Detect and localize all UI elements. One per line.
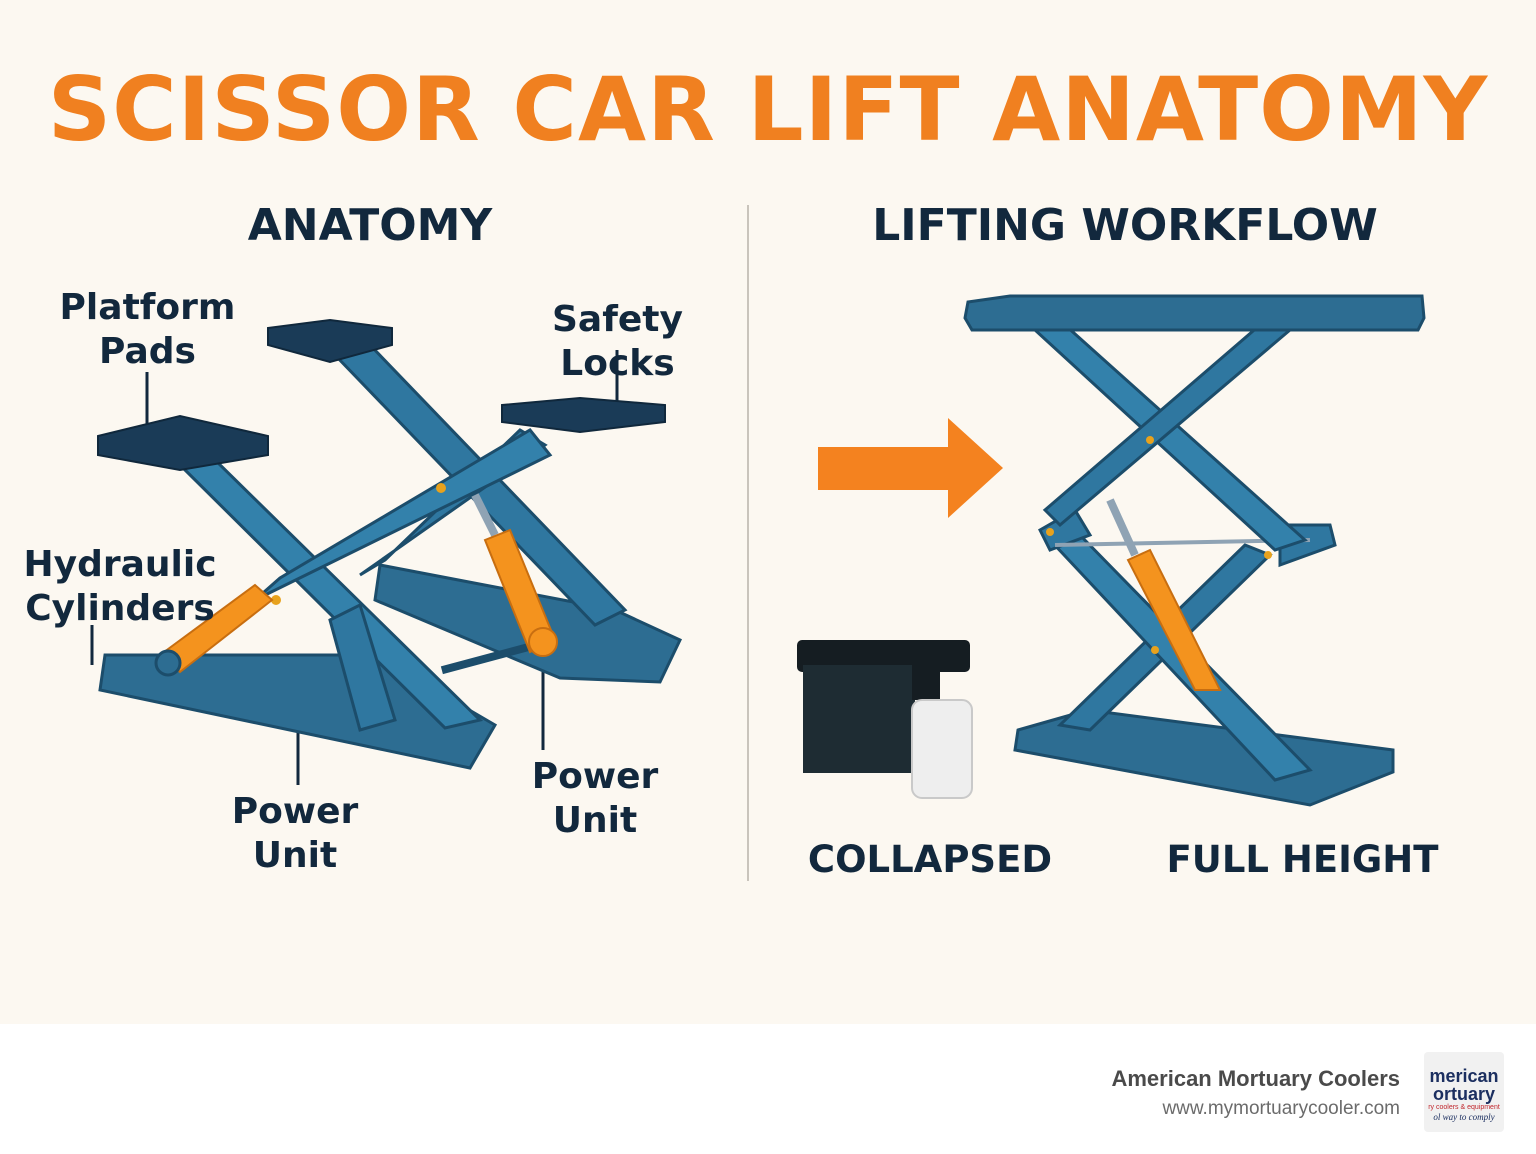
power-unit-lid (797, 640, 970, 672)
arm-front-2 (254, 428, 553, 602)
pivot-bolt (1046, 528, 1054, 536)
power-unit-body (803, 665, 915, 773)
label-platform-pads-line2: Pads (99, 331, 196, 372)
label-power-unit-right-line1: Power (531, 756, 659, 797)
label-hydraulic-cylinders: Hydraulic Cylinders (15, 543, 225, 631)
infographic-panel: SCISSOR CAR LIFT ANATOMY ANATOMY LIFTING… (0, 0, 1536, 1024)
pivot-bolt (1264, 551, 1272, 559)
platform-pad-back (267, 318, 393, 364)
fluid-reservoir (911, 699, 973, 799)
workflow-heading: LIFTING WORKFLOW (872, 200, 1378, 251)
cylinder-mount-right (528, 627, 558, 657)
pivot-bolt (1151, 646, 1159, 654)
company-logo: merican ortuary ry coolers & equipment o… (1424, 1052, 1504, 1132)
platform-pad-front (97, 414, 269, 472)
cross-bar (440, 637, 550, 675)
logo-line2: ortuary (1432, 1084, 1495, 1104)
company-name: American Mortuary Coolers (1111, 1066, 1400, 1091)
workflow-hydraulic-cylinder (1126, 548, 1222, 691)
label-platform-pads: Platform Pads (45, 286, 250, 374)
label-platform-pads-line1: Platform (59, 287, 236, 328)
anatomy-heading: ANATOMY (247, 200, 493, 251)
logo-line4: ol way to comply (1433, 1112, 1495, 1122)
label-power-unit-left-line1: Power (231, 791, 359, 832)
label-hydraulic-cylinders-line1: Hydraulic (23, 544, 217, 585)
company-url[interactable]: www.mymortuarycooler.com (1162, 1098, 1400, 1119)
label-safety-locks: Safety Locks (552, 299, 683, 384)
caption-full-height: FULL HEIGHT (1166, 838, 1439, 881)
cylinder-rod-right (471, 493, 499, 537)
pivot-bolt (436, 483, 446, 493)
footer: American Mortuary Coolers www.mymortuary… (0, 1024, 1536, 1154)
cylinder-mount-left (154, 649, 182, 677)
workflow-illustration (797, 294, 1426, 807)
base-frame-front (98, 653, 498, 770)
power-unit-neck (912, 665, 940, 700)
arm-front-3 (328, 602, 397, 732)
page-title: SCISSOR CAR LIFT ANATOMY (47, 58, 1489, 161)
logo-line3: ry coolers & equipment (1428, 1104, 1500, 1111)
workflow-cylinder-rod (1106, 498, 1139, 557)
pivot-bolt (271, 595, 281, 605)
arrow-right-icon (818, 418, 1003, 518)
workflow-platform (963, 294, 1426, 332)
label-power-unit-left-line2: Unit (252, 835, 338, 876)
label-power-unit-right: Power Unit (510, 755, 680, 843)
platform-pad-right (501, 396, 666, 434)
label-power-unit-right-line2: Unit (552, 800, 638, 841)
section-divider (747, 205, 749, 881)
label-power-unit-left: Power Unit (210, 790, 380, 878)
label-hydraulic-cylinders-line2: Cylinders (25, 588, 215, 629)
logo-line1: merican (1429, 1066, 1499, 1086)
caption-collapsed: COLLAPSED (807, 838, 1053, 881)
anatomy-illustration (90, 318, 683, 785)
pivot-bolt (1146, 436, 1154, 444)
